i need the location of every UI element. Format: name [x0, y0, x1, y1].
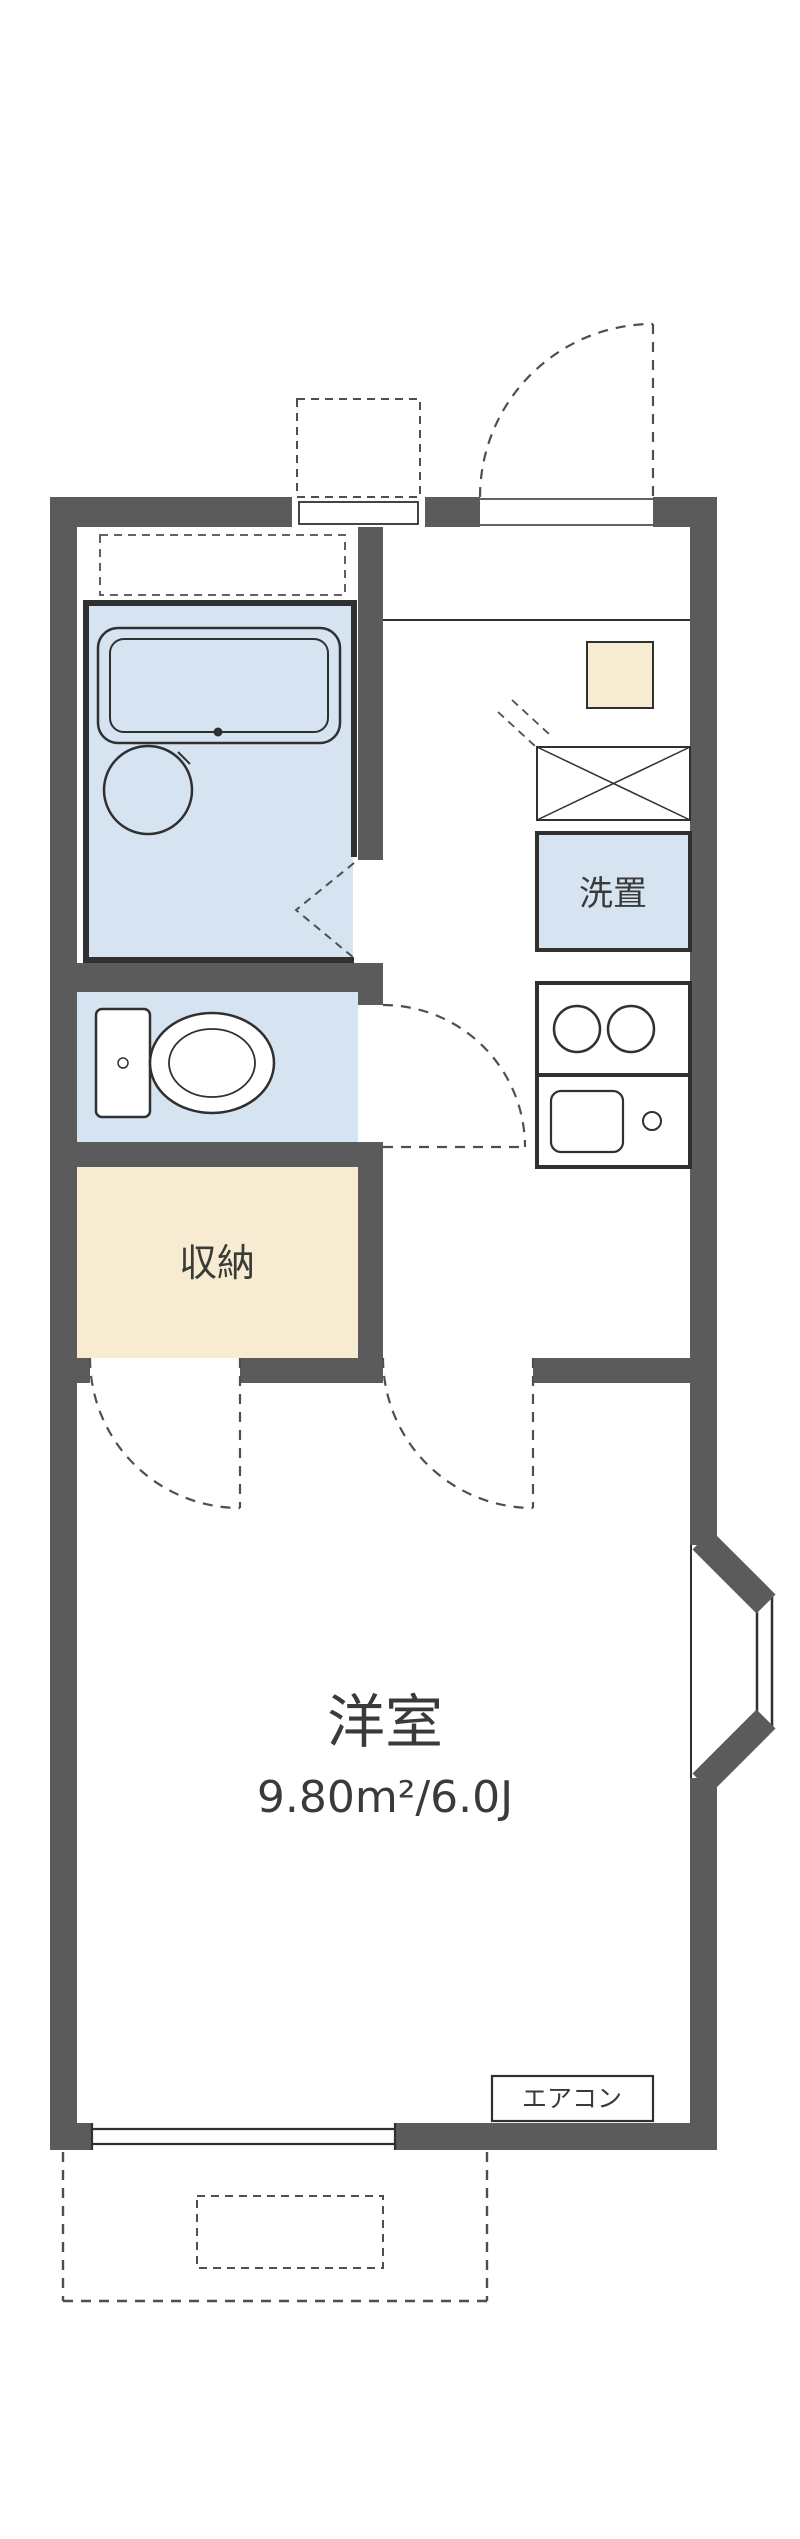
laundry-space: [535, 831, 692, 952]
bay-wall-bottom: [692, 1709, 776, 1793]
wall-toilet-storage: [77, 1142, 383, 1167]
toilet-bowl: [148, 1011, 276, 1115]
wall-hall-upper: [358, 527, 383, 860]
wall-south-stub: [77, 1358, 90, 1383]
bathtub-drain: [213, 727, 223, 737]
pipe-space-cross-2: [536, 746, 691, 821]
wall-bath-toilet: [77, 963, 383, 992]
stove-burner-right: [606, 1004, 656, 1054]
wall-right-upper: [690, 497, 717, 1545]
sink-counter: [535, 1073, 692, 1169]
living-room-label: 洋室: [327, 1688, 443, 1756]
laundry-label: 洗置: [579, 874, 647, 914]
entrance-area: [383, 619, 691, 821]
wall-right-lower: [690, 1778, 717, 2150]
living-room: 洋室 9.80m²/6.0J エアコン: [257, 1688, 655, 2123]
wall-hall-lower: [358, 1147, 383, 1383]
bay-window: [690, 1530, 776, 1793]
interior-doors: [88, 1003, 535, 1510]
toilet-flush-knob: [117, 1057, 129, 1069]
bathroom: [83, 534, 357, 963]
bathtub: [96, 626, 342, 745]
wall-top-left: [50, 497, 292, 527]
living-room-area: 9.80m²/6.0J: [257, 1772, 513, 1823]
balcony: [61, 2152, 489, 2303]
wall-top-mid: [425, 497, 480, 527]
toilet-room: [94, 1007, 276, 1119]
bathroom-folding-door: [294, 862, 355, 959]
aircon-box: [490, 2074, 655, 2123]
storage-label: 収納: [179, 1241, 255, 1285]
wall-bottom-right: [395, 2123, 717, 2150]
wall-hall-mid: [358, 963, 383, 1005]
entrance-door-swing: [296, 322, 655, 498]
overhead-dash-1: [497, 711, 536, 747]
toilet-door-arc: [382, 1003, 527, 1148]
overhead-dash-2: [511, 699, 550, 735]
toilet-tank: [94, 1007, 152, 1119]
kitchen-sink: [549, 1089, 625, 1154]
toilet-bowl-inner: [168, 1028, 256, 1098]
top-openings: [298, 498, 653, 526]
stove-counter: [535, 981, 692, 1077]
storage-floor: [77, 1167, 358, 1358]
bathroom-overhead-outline: [99, 534, 346, 596]
hatch-door-panel: [298, 501, 419, 525]
bay-glass: [755, 1596, 774, 1727]
hatch-door-outline: [296, 398, 421, 498]
living-door-arc: [381, 1357, 534, 1510]
wall-bottom-left: [50, 2123, 92, 2150]
shoe-cabinet: [586, 641, 654, 709]
storage-room: 収納: [179, 1241, 255, 1285]
storage-door-arc: [88, 1357, 241, 1510]
wall-left: [50, 497, 77, 2150]
sink-faucet: [642, 1111, 662, 1131]
balcony-window: [90, 2123, 397, 2150]
bathroom-unit-border: [83, 600, 357, 963]
basin-faucet: [177, 751, 191, 765]
wash-basin: [102, 744, 194, 836]
bay-wall-top: [692, 1530, 776, 1614]
wall-south-right: [533, 1358, 690, 1383]
entrance-door-arc: [478, 322, 654, 498]
walls: [50, 497, 717, 2150]
stove-burner-left: [552, 1004, 602, 1054]
kitchen: 洗置: [535, 831, 692, 1169]
aircon-label: エアコン: [522, 2084, 622, 2113]
balcony-inner-outline: [196, 2195, 384, 2269]
bathroom-floor: [87, 604, 353, 959]
